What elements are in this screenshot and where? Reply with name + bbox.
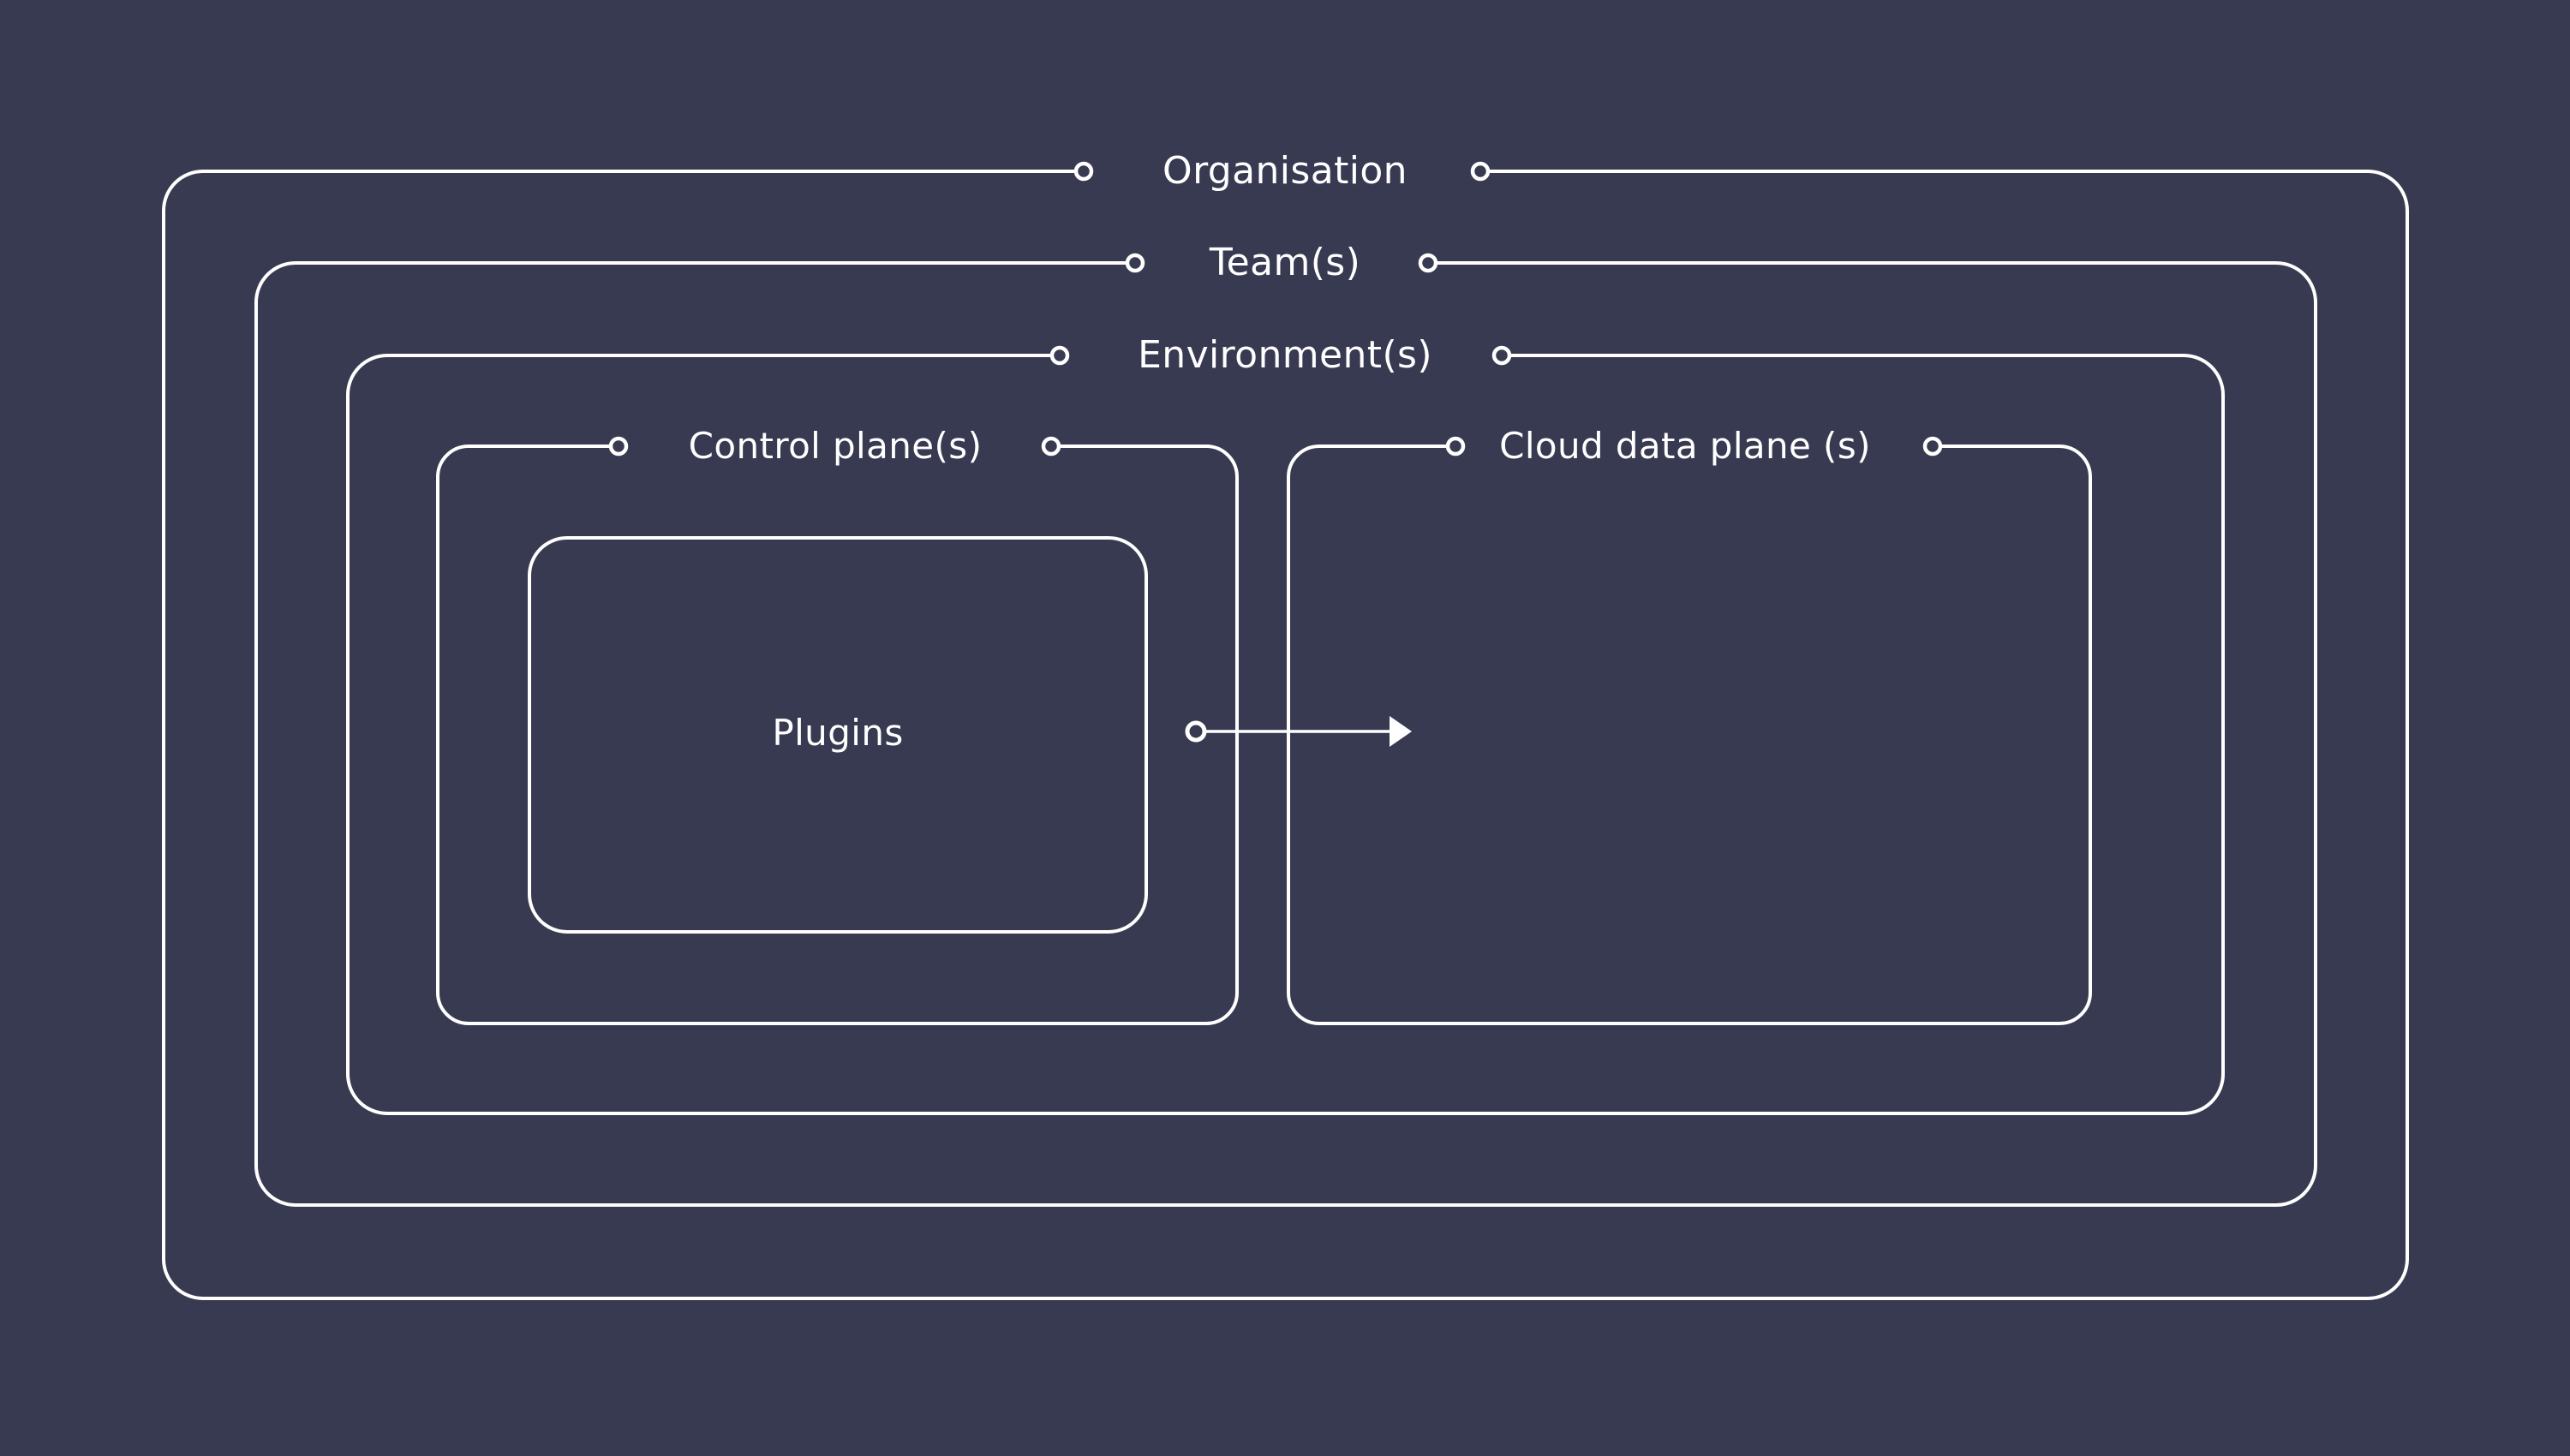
container-box-teams[interactable] (254, 261, 2317, 1207)
leader-dot-left-environments (1049, 345, 1070, 366)
leader-dot-right-environments (1491, 345, 1512, 366)
leader-dot-right-control-plane (1041, 436, 1061, 456)
label-environments: Environment(s) (1138, 333, 1432, 377)
leader-dot-left-control-plane (608, 436, 629, 456)
container-box-cloud-data-plane[interactable] (1287, 445, 2092, 1025)
leader-dot-left-organisation (1073, 161, 1094, 182)
leader-dot-left-teams (1125, 253, 1145, 273)
label-cloud-data-plane: Cloud data plane (s) (1499, 425, 1871, 467)
flow-arrowhead-icon (1390, 716, 1412, 747)
container-box-plugins[interactable] (528, 536, 1148, 934)
container-box-control-plane[interactable] (436, 445, 1239, 1025)
leader-dot-right-organisation (1470, 161, 1491, 182)
label-control-plane: Control plane(s) (688, 425, 983, 467)
leader-dot-left-cloud-data-plane (1445, 436, 1466, 456)
leader-dot-right-teams (1418, 253, 1438, 273)
label-teams: Team(s) (1209, 241, 1361, 284)
container-box-organisation[interactable] (162, 170, 2409, 1300)
leader-dot-right-cloud-data-plane (1922, 436, 1943, 456)
label-leader-lines-layer (608, 161, 1943, 456)
container-box-environments[interactable] (346, 354, 2225, 1115)
flow-arrow-layer (1185, 716, 1412, 747)
label-organisation: Organisation (1162, 149, 1408, 193)
label-plugins: Plugins (772, 712, 904, 754)
flow-origin-dot (1185, 720, 1207, 743)
container-boxes-layer (162, 170, 2409, 1300)
